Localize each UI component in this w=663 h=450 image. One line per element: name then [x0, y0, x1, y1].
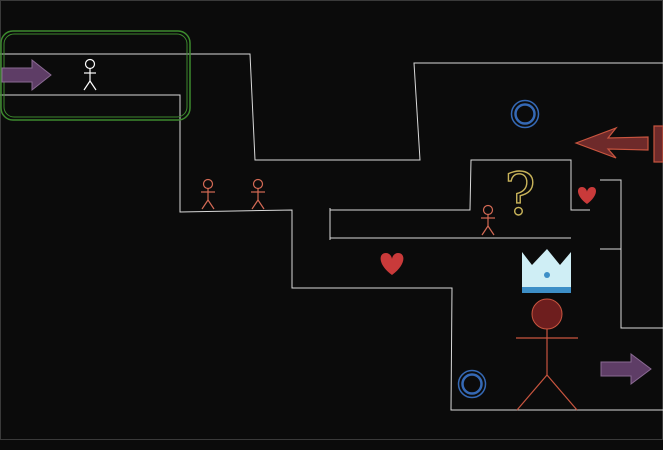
- player-stick-figure-icon[interactable]: [83, 58, 97, 91]
- enemy-stick-figure-icon[interactable]: [201, 178, 215, 210]
- player-selection-box[interactable]: [0, 30, 191, 121]
- heart-icon[interactable]: [577, 187, 597, 204]
- wall-chamber: [330, 159, 590, 211]
- wall-top: [0, 53, 663, 161]
- coin-icon[interactable]: [457, 369, 487, 399]
- question-mark-icon[interactable]: ?: [504, 159, 537, 228]
- crown-icon: [522, 249, 571, 293]
- right-arrow-icon: [1, 58, 52, 92]
- coin-icon[interactable]: [510, 99, 540, 129]
- spear-icon: [574, 125, 663, 163]
- enemy-stick-figure-icon[interactable]: [481, 204, 495, 236]
- wall-right-shaft: [600, 179, 663, 329]
- right-arrow-icon[interactable]: [600, 353, 652, 385]
- enemy-stick-figure-icon[interactable]: [251, 178, 265, 210]
- maze-walls: [0, 53, 663, 411]
- wall-lower-path: [0, 94, 663, 411]
- heart-icon[interactable]: [380, 253, 404, 275]
- boss-crowned-stick-figure-icon[interactable]: [516, 249, 578, 411]
